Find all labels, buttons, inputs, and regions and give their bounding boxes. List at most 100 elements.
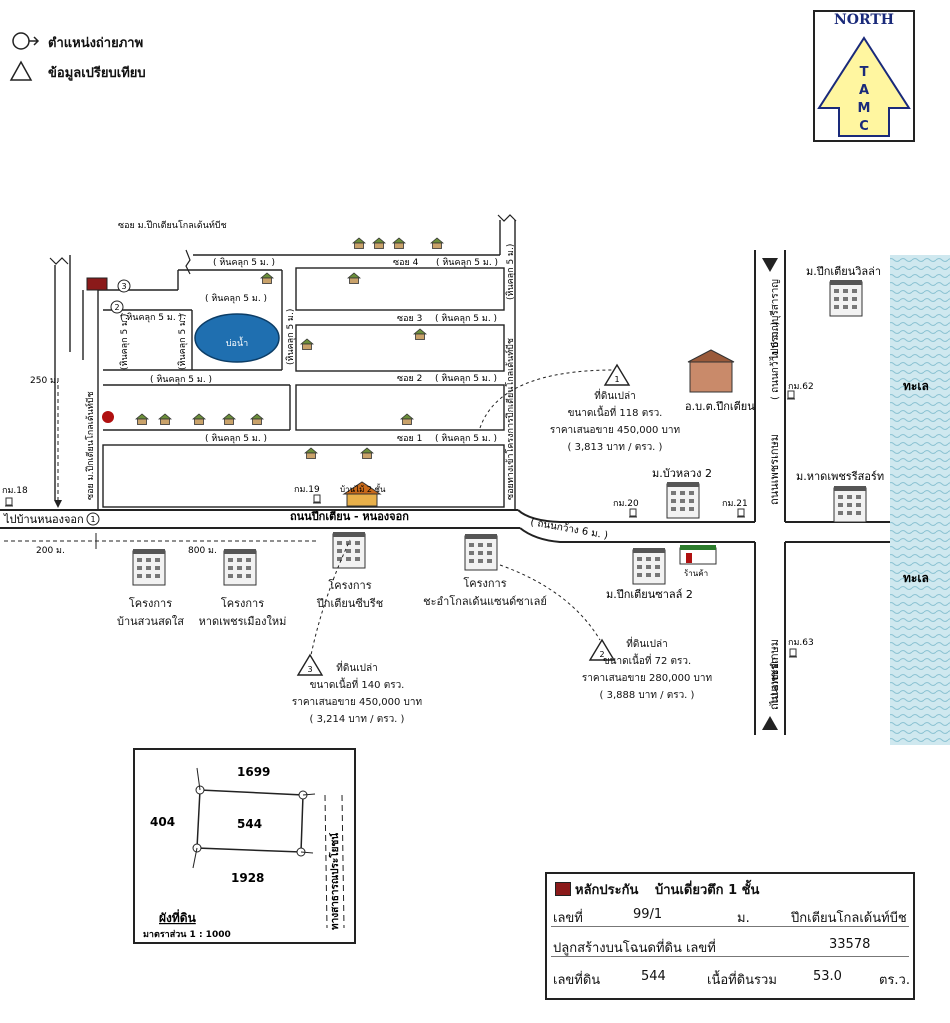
to-cha-am-label: ไป อ.ชะอำ bbox=[769, 657, 781, 706]
comparison-1-info: ที่ดินเปล่า ขนาดเนื้อที่ 118 ตรว. ราคาเส… bbox=[540, 388, 690, 456]
area-label: เนื้อที่ดินรวม bbox=[707, 973, 777, 988]
to-pranburi-label: ไปปราณบุรีสาราญ bbox=[769, 279, 781, 361]
sea-label: ทะเล bbox=[903, 571, 929, 585]
subject-property-marker bbox=[86, 277, 108, 291]
proj-suan-building-icon bbox=[132, 548, 166, 586]
km-post-icon bbox=[312, 494, 322, 504]
petch-road-label: ถนนเพชรเกษม bbox=[768, 639, 781, 710]
comparison-triangle-icon bbox=[603, 363, 631, 386]
distance-800-label: 800 ม. bbox=[188, 546, 217, 556]
north-letter: T bbox=[860, 65, 869, 80]
house-no-value: 99/1 bbox=[633, 907, 663, 922]
project-puekt-label: โครงการ ปึกเตียนซีบรีช bbox=[316, 579, 384, 610]
km-label: กม.18 bbox=[2, 486, 28, 496]
plot-west-number: 404 bbox=[150, 815, 175, 829]
paved-road-label: ( หินคลุก 5 ม. ) bbox=[150, 374, 212, 385]
legend-photo-label: ตำแหน่งถ่ายภาพ bbox=[48, 36, 144, 51]
to-nongjok-label: ไปบ้านหนองจอก bbox=[3, 513, 84, 526]
collateral-title-row: หลักประกัน บ้านเดี่ยวตึก 1 ชั้น bbox=[551, 876, 909, 898]
haad-petch-label: ม.หาดเพชรรีสอร์ท bbox=[796, 470, 884, 483]
project-suan-label: โครงการ บ้านสวนสดใส bbox=[116, 597, 185, 628]
puekt-villa-label: ม.ปึกเตียนวิลล่า bbox=[806, 265, 881, 278]
paved-road-label: ( หินคลุก 5 ม. ) bbox=[435, 313, 497, 324]
comparison-3-info: ที่ดินเปล่า ขนาดเนื้อที่ 140 ตรว. ราคาเส… bbox=[282, 660, 432, 728]
plot-south-number: 1928 bbox=[231, 871, 264, 885]
plot-north-number: 1699 bbox=[237, 765, 270, 779]
distance-200-label: 200 ม. bbox=[36, 546, 65, 556]
comparison-number: 2 bbox=[599, 650, 604, 659]
comparison-type: ที่ดินเปล่า bbox=[336, 663, 378, 674]
photo-point-number: 1 bbox=[90, 515, 95, 524]
comparison-triangle-icon bbox=[296, 653, 324, 676]
paved-road-label: ( หินคลุก 5 ม. ) bbox=[435, 433, 497, 444]
distance-250-label: 250 ม. bbox=[30, 376, 59, 386]
deed-label: ปลูกสร้างบนโฉนดที่ดิน เลขที่ bbox=[553, 941, 716, 956]
buahuang-building-icon bbox=[666, 481, 700, 519]
paved-road-label: ( หินคลุก 5 ม. ) bbox=[205, 293, 267, 304]
proj-haad-building-icon bbox=[223, 548, 257, 586]
collateral-type: บ้านเดี่ยวตึก 1 ชั้น bbox=[655, 883, 760, 898]
km-post-icon bbox=[788, 648, 798, 658]
paved-road-label: (หินคลุก 5 ม.) bbox=[285, 309, 296, 365]
two-story-house-label: บ้านไม้ 2 ชั้น bbox=[340, 483, 386, 494]
puekt-villa-building-icon bbox=[829, 279, 863, 317]
road-direction-arrow-icon bbox=[762, 716, 778, 730]
comparison-2-info: ที่ดินเปล่า ขนาดเนื้อที่ 72 ตรว. ราคาเสน… bbox=[572, 636, 722, 704]
main-road-label: ถนนปึกเตียน - หนองจอก bbox=[290, 510, 409, 523]
comparison-unit-price: ( 3,888 บาท / ตรว. ) bbox=[599, 690, 695, 701]
comparison-unit-price: ( 3,813 บาท / ตรว. ) bbox=[567, 442, 663, 453]
proj-cha-building-icon bbox=[464, 533, 498, 571]
north-arrow: NORTH T A M C bbox=[813, 10, 915, 142]
paved-road-label: ( หินคลุก 5 ม. ) bbox=[436, 257, 498, 268]
puekt-seaside-label: ม.ปึกเตียนซาลล์ 2 bbox=[606, 588, 693, 601]
collateral-box: หลักประกัน บ้านเดี่ยวตึก 1 ชั้น เลขที่ 9… bbox=[545, 872, 915, 1000]
km-label: กม.19 bbox=[294, 485, 320, 495]
petch-road-label: ถนนเพชรเกษม bbox=[768, 434, 781, 505]
pond-label: บ่อน้ำ bbox=[226, 336, 248, 349]
red-marker-icon bbox=[102, 411, 114, 423]
soi-top-label: ซอย ม.ปึกเตียนโกลเด้นท์บีช bbox=[118, 219, 227, 231]
public-road-label: ทางสาธารณประโยชน์ bbox=[328, 833, 341, 930]
collateral-marker-icon bbox=[555, 882, 571, 896]
buahuang-label: ม.บัวหลวง 2 bbox=[652, 467, 712, 480]
plot-plan-title: ผังที่ดิน bbox=[159, 909, 197, 925]
haad-petch-building-icon bbox=[833, 485, 867, 523]
pond bbox=[194, 313, 280, 363]
km-label: กม.20 bbox=[613, 499, 639, 509]
plot-plan: 1699 404 544 1928 ทางสาธารณประโยชน์ ผังท… bbox=[133, 748, 356, 944]
paved-road-label: ( หินคลุก 5 ม. ) bbox=[120, 312, 182, 323]
north-arrow-icon bbox=[817, 36, 911, 137]
obt-building-icon bbox=[687, 349, 735, 393]
project-haad-label: โครงการ หาดเพชรเมืองใหม่ bbox=[198, 597, 287, 628]
comparison-price: ราคาเสนอขาย 280,000 บาท bbox=[581, 673, 713, 684]
north-title: NORTH bbox=[833, 12, 895, 28]
paved-road-label: ( หินคลุก 5 ม. ) bbox=[205, 433, 267, 444]
comparison-size: ขนาดเนื้อที่ 72 ตรว. bbox=[602, 656, 692, 667]
house-no-label: เลขที่ bbox=[553, 911, 583, 926]
soi-left-label: ซอย ม.ปึกเตียนโกลเด้นท์บีช bbox=[84, 391, 96, 500]
photo-point-number: 3 bbox=[121, 282, 126, 291]
collateral-address-row: เลขที่ 99/1 ม. ปึกเตียนโกลเด้นท์บีช bbox=[551, 904, 909, 927]
puekt-seaside-building-icon bbox=[632, 547, 666, 585]
comparison-triangle-icon bbox=[9, 60, 33, 81]
paved-road-label: (หินคลุก 5 ม.) bbox=[177, 314, 188, 370]
sea-area bbox=[890, 255, 950, 745]
north-letter: C bbox=[859, 119, 869, 134]
km-post-icon bbox=[4, 497, 14, 507]
paved-road-label: (หินคลุก 5 ม.) bbox=[119, 314, 130, 370]
soi-1-label: ซอย 1 bbox=[397, 434, 422, 444]
plot-center-number: 544 bbox=[237, 817, 262, 831]
comparison-triangle-icon bbox=[588, 638, 616, 661]
km-post-icon bbox=[628, 508, 638, 518]
comparison-size: ขนาดเนื้อที่ 118 ตรว. bbox=[567, 408, 663, 419]
comparison-price: ราคาเสนอขาย 450,000 บาท bbox=[549, 425, 681, 436]
km-label: กม.63 bbox=[788, 638, 814, 648]
village-road-label: ซอยทางเข้าโครงการปึกเตียนโกลเด้นท์บีช bbox=[504, 338, 516, 500]
paved-road-label: (หินคลุก 5 ม.) bbox=[505, 244, 516, 300]
soi-4-label: ซอย 4 bbox=[393, 258, 419, 268]
comparison-number: 3 bbox=[307, 665, 312, 674]
obt-label: อ.บ.ต.ปึกเตียน bbox=[685, 400, 755, 413]
land-no-label: เลขที่ดิน bbox=[553, 973, 601, 988]
collateral-title: หลักประกัน bbox=[575, 883, 639, 898]
